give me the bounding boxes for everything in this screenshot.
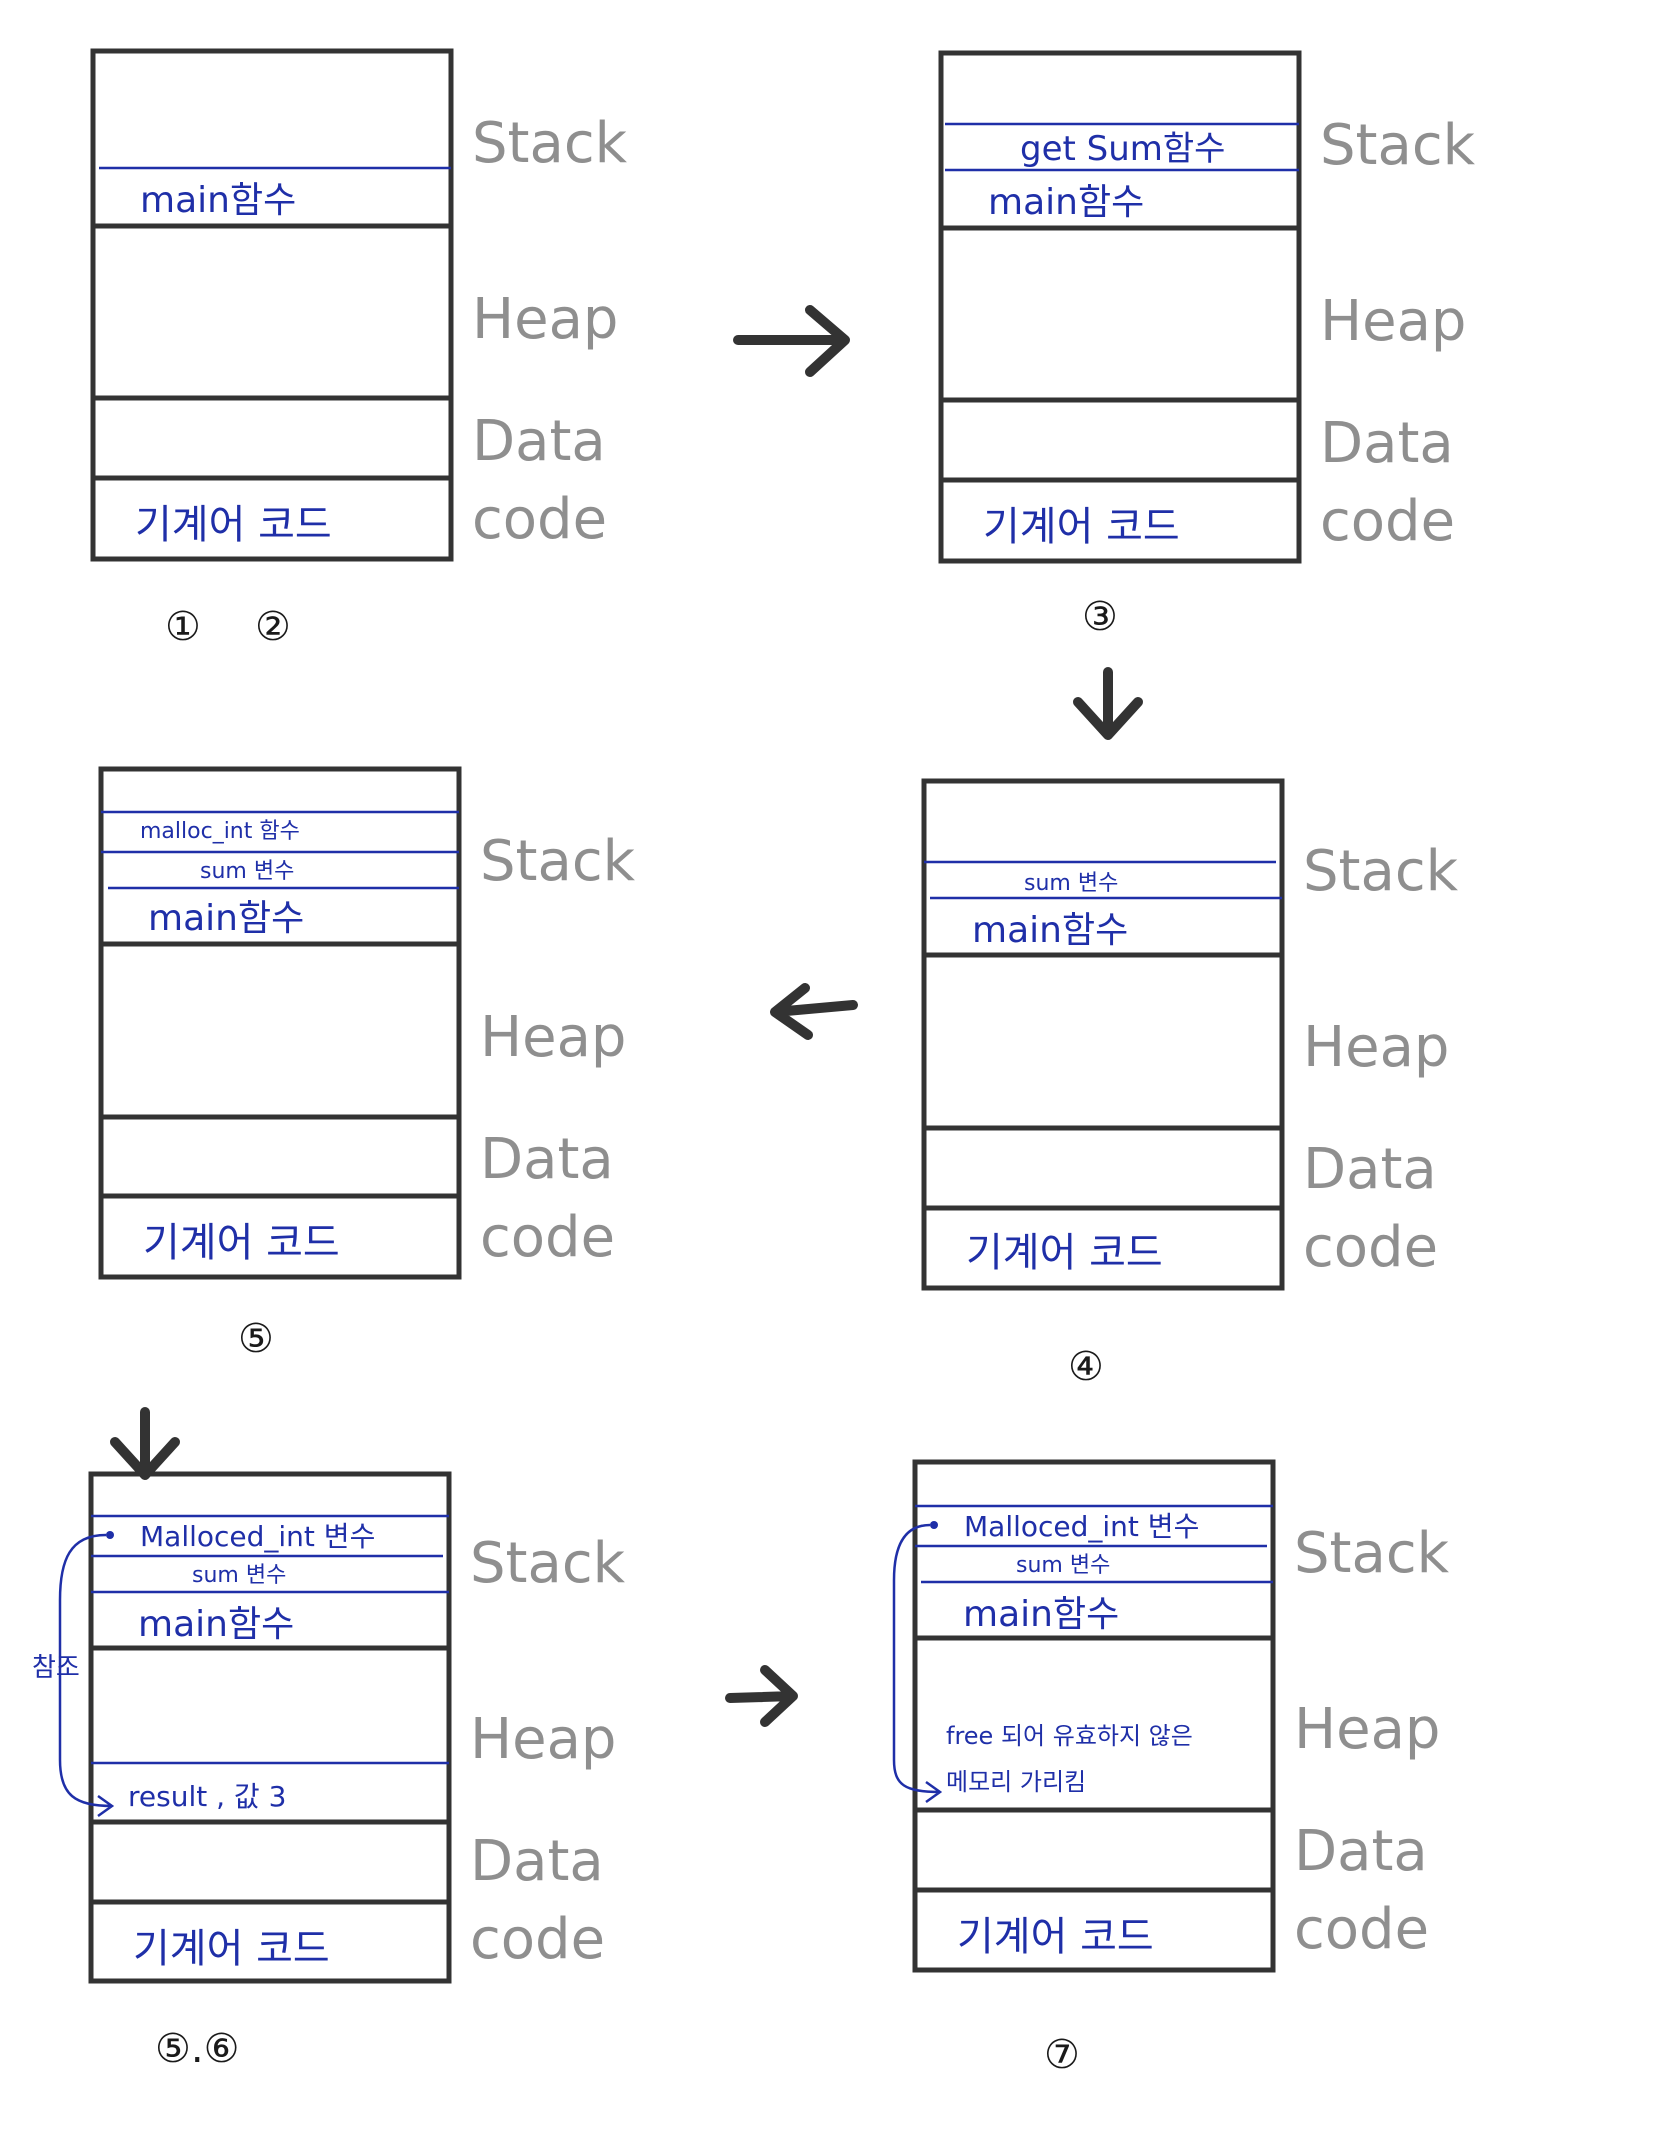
memory-diagram-1: main함수 기계어 코드 Stack Heap Data code ① ② [90,48,628,650]
data-label: Data [480,1127,614,1192]
heap-note-points-to: 메모리 가리킴 [946,1768,1086,1796]
stack-item-main: main함수 [148,898,304,939]
memory-box [912,1459,1276,1973]
stack-item-sum: sum 변수 [1016,1553,1110,1578]
stack-item-sum: sum 변수 [192,1563,286,1588]
step-caption-1: ① [165,604,201,650]
stack-label: Stack [480,829,636,894]
code-label: code [472,487,607,552]
code-label: code [480,1205,615,1270]
stack-item-malloced-int: Malloced_int 변수 [140,1520,375,1553]
stack-item-main: main함수 [138,1604,294,1645]
data-label: Data [470,1829,604,1894]
stack-item-sum: sum 변수 [200,859,294,884]
memory-box [88,1471,452,1984]
code-segment-label: 기계어 코드 [135,502,332,548]
memory-diagram-6: Malloced_int 변수 sum 변수 main함수 free 되어 유효… [892,1459,1450,2078]
step-caption-7: ⑦ [1044,2032,1080,2078]
arrow-left-icon [770,983,858,1040]
memory-diagram-5: Malloced_int 변수 sum 변수 main함수 result , 값… [32,1471,626,2072]
reference-label: 참조 [32,1653,80,1683]
code-segment-label: 기계어 코드 [143,1220,340,1266]
memory-box [90,48,454,562]
stack-item-main: main함수 [972,910,1128,951]
stack-item-getsum: get Sum함수 [1020,129,1225,169]
stack-label: Stack [1303,839,1459,904]
step-caption-4: ④ [1068,1344,1104,1390]
step-caption-5: ⑤ [238,1316,274,1362]
pointer-dot [106,1531,114,1539]
reference-arrow [58,1533,115,1818]
arrow-right-icon [733,305,850,377]
memory-box [98,766,462,1280]
heap-label: Heap [1294,1697,1440,1762]
code-segment-label: 기계어 코드 [957,1914,1154,1960]
heap-label: Heap [1320,289,1466,354]
heap-label: Heap [1303,1015,1449,1080]
code-label: code [1320,489,1455,554]
code-segment-label: 기계어 코드 [966,1230,1163,1276]
stack-label: Stack [1320,113,1476,178]
data-label: Data [1294,1819,1428,1884]
memory-box [921,778,1285,1291]
heap-label: Heap [470,1707,616,1772]
stack-label: Stack [470,1531,626,1596]
stack-label: Stack [1294,1521,1450,1586]
stack-item-malloc-int: malloc_int 함수 [140,819,300,844]
step-caption-3: ③ [1082,594,1118,640]
code-label: code [470,1907,605,1972]
code-segment-label: 기계어 코드 [983,504,1180,550]
arrow-down-icon [1073,667,1143,740]
stack-item-sum: sum 변수 [1024,871,1118,896]
code-segment-label: 기계어 코드 [133,1926,330,1972]
arrow-down-icon [110,1407,180,1480]
data-label: Data [1303,1137,1437,1202]
data-label: Data [472,409,606,474]
stack-item-main: main함수 [963,1594,1119,1635]
dangling-reference-arrow [892,1523,943,1804]
stack-label: Stack [472,111,628,176]
memory-diagram-4: malloc_int 함수 sum 변수 main함수 기계어 코드 Stack… [98,766,636,1362]
step-caption-5-6: ⑤.⑥ [155,2026,239,2072]
heap-label: Heap [472,287,618,352]
heap-item-result: result , 값 3 [128,1780,286,1813]
stack-item-main: main함수 [988,182,1144,223]
code-label: code [1303,1215,1438,1280]
code-label: code [1294,1897,1429,1962]
data-label: Data [1320,411,1454,476]
stack-item-main: main함수 [140,180,296,221]
pointer-dot [930,1521,938,1529]
heap-label: Heap [480,1005,626,1070]
memory-box [938,50,1302,564]
step-caption-2: ② [255,604,291,650]
heap-note-freed: free 되어 유효하지 않은 [946,1722,1193,1750]
memory-diagram-3: sum 변수 main함수 기계어 코드 Stack Heap Data cod… [921,778,1459,1390]
arrow-right-icon [725,1665,798,1727]
memory-diagram-2: get Sum함수 main함수 기계어 코드 Stack Heap Data … [938,50,1476,640]
stack-item-malloced-int: Malloced_int 변수 [964,1510,1199,1543]
